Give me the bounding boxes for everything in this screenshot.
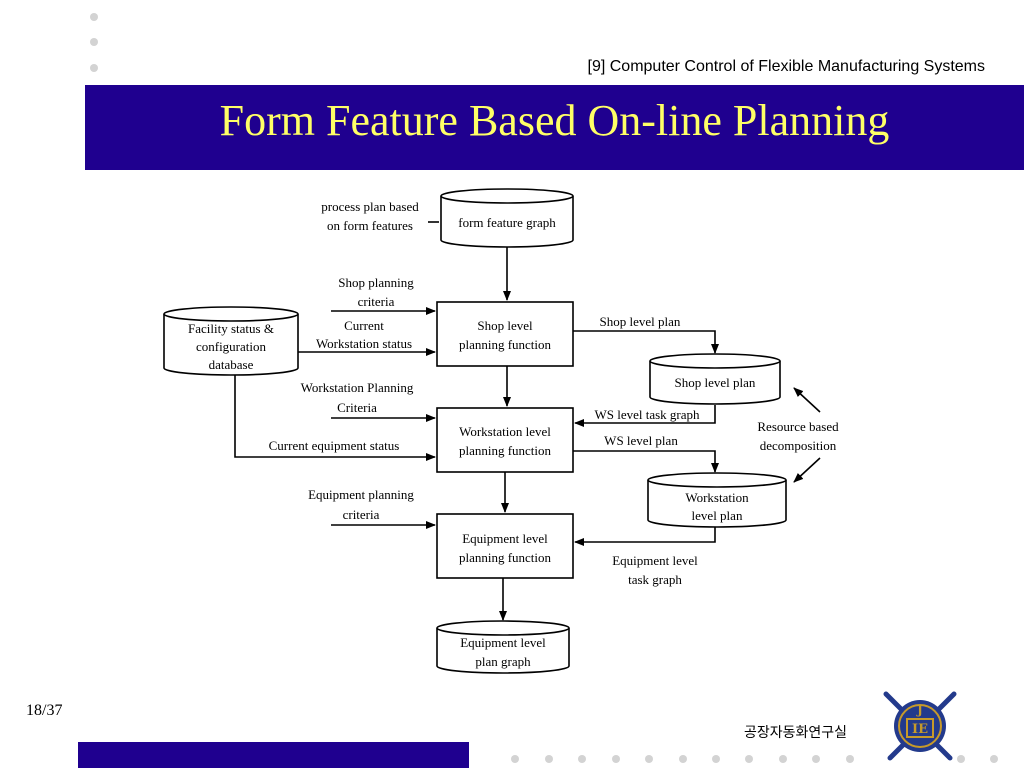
slide-title: Form Feature Based On-line Planning (219, 96, 890, 145)
shop-planning-criteria-label-2: criteria (358, 294, 395, 309)
equipment-level-plan-graph-db: Equipment level plan graph (436, 620, 570, 674)
shop-level-function-label-1: Shop level (477, 318, 533, 333)
current-ws-status-label-1: Current (344, 318, 384, 333)
flow-arrow (234, 375, 436, 461)
footer-bar (78, 742, 469, 768)
decor-dot (846, 755, 854, 763)
ws-level-plan-label: WS level plan (604, 433, 678, 448)
process-plan-label-2: on form features (327, 218, 413, 233)
resource-decomposition-label-2: decomposition (760, 438, 837, 453)
header-caption: [9] Computer Control of Flexible Manufac… (587, 58, 986, 75)
ws-level-task-graph-label: WS level task graph (594, 407, 700, 422)
page-number: 18/37 (26, 702, 63, 719)
facility-database-label-3: database (209, 357, 254, 372)
decor-dot (812, 755, 820, 763)
logo-letter-bottom: IE (912, 722, 928, 737)
eq-level-function-label-1: Equipment level (462, 531, 548, 546)
equipment-level-planning-function: Equipment level planning function (436, 513, 574, 579)
workstation-level-plan-db: Workstation level plan (647, 472, 787, 528)
lab-logo-emblem: J IE (883, 691, 957, 761)
decor-dot (90, 38, 98, 46)
facility-database: Facility status & configuration database (163, 306, 299, 376)
decor-dot (545, 755, 553, 763)
eq-level-function-label-2: planning function (459, 550, 552, 565)
eq-level-task-graph-label-1: Equipment level (612, 553, 698, 568)
eq-level-task-graph-label-2: task graph (628, 572, 682, 587)
eq-planning-criteria-label-1: Equipment planning (308, 487, 414, 502)
form-feature-graph-db: form feature graph (440, 188, 574, 248)
title-bar: Form Feature Based On-line Planning (85, 85, 1024, 170)
shop-planning-criteria-label-1: Shop planning (338, 275, 414, 290)
decor-dot (90, 13, 98, 21)
ws-level-plan-db-label-1: Workstation (685, 490, 749, 505)
flow-arrow (573, 330, 719, 354)
current-equipment-status-label: Current equipment status (269, 438, 400, 453)
resource-decomposition-label-1: Resource based (757, 419, 839, 434)
workstation-level-planning-function: Workstation level planning function (436, 407, 574, 473)
decor-dot (578, 755, 586, 763)
lab-name: 공장자동화연구실 (744, 725, 848, 741)
decor-dot (990, 755, 998, 763)
shop-level-plan-db-label: Shop level plan (675, 375, 756, 390)
ws-planning-criteria-label-2: Criteria (337, 400, 377, 415)
decor-dot (511, 755, 519, 763)
facility-database-label-2: configuration (196, 339, 267, 354)
decor-dot (679, 755, 687, 763)
decor-dot (957, 755, 965, 763)
eq-level-plan-graph-label-2: plan graph (475, 654, 531, 669)
decor-dot (779, 755, 787, 763)
ws-level-function-label-2: planning function (459, 443, 552, 458)
decor-dot (712, 755, 720, 763)
eq-planning-criteria-label-2: criteria (343, 507, 380, 522)
flow-arrow (573, 450, 719, 473)
shop-level-planning-function: Shop level planning function (436, 301, 574, 367)
shop-level-plan-flow-label: Shop level plan (600, 314, 681, 329)
ws-level-function-label-1: Workstation level (459, 424, 551, 439)
decor-dot (745, 755, 753, 763)
eq-level-plan-graph-label-1: Equipment level (460, 635, 546, 650)
decor-dot (612, 755, 620, 763)
shop-level-function-label-2: planning function (459, 337, 552, 352)
flow-arrow (793, 457, 821, 483)
ws-level-plan-db-label-2: level plan (692, 508, 743, 523)
decor-dot (645, 755, 653, 763)
process-plan-label-1: process plan based (321, 199, 419, 214)
ws-planning-criteria-label-1: Workstation Planning (301, 380, 414, 395)
facility-database-label-1: Facility status & (188, 321, 274, 336)
decor-dot (90, 64, 98, 72)
flow-arrow (574, 527, 716, 546)
flow-arrow (574, 405, 716, 427)
shop-level-plan-db: Shop level plan (649, 353, 781, 405)
logo-letter-top: J (916, 703, 923, 717)
flow-arrow (793, 387, 821, 413)
current-ws-status-label-2: Workstation status (316, 336, 412, 351)
form-feature-graph-label: form feature graph (458, 215, 556, 230)
